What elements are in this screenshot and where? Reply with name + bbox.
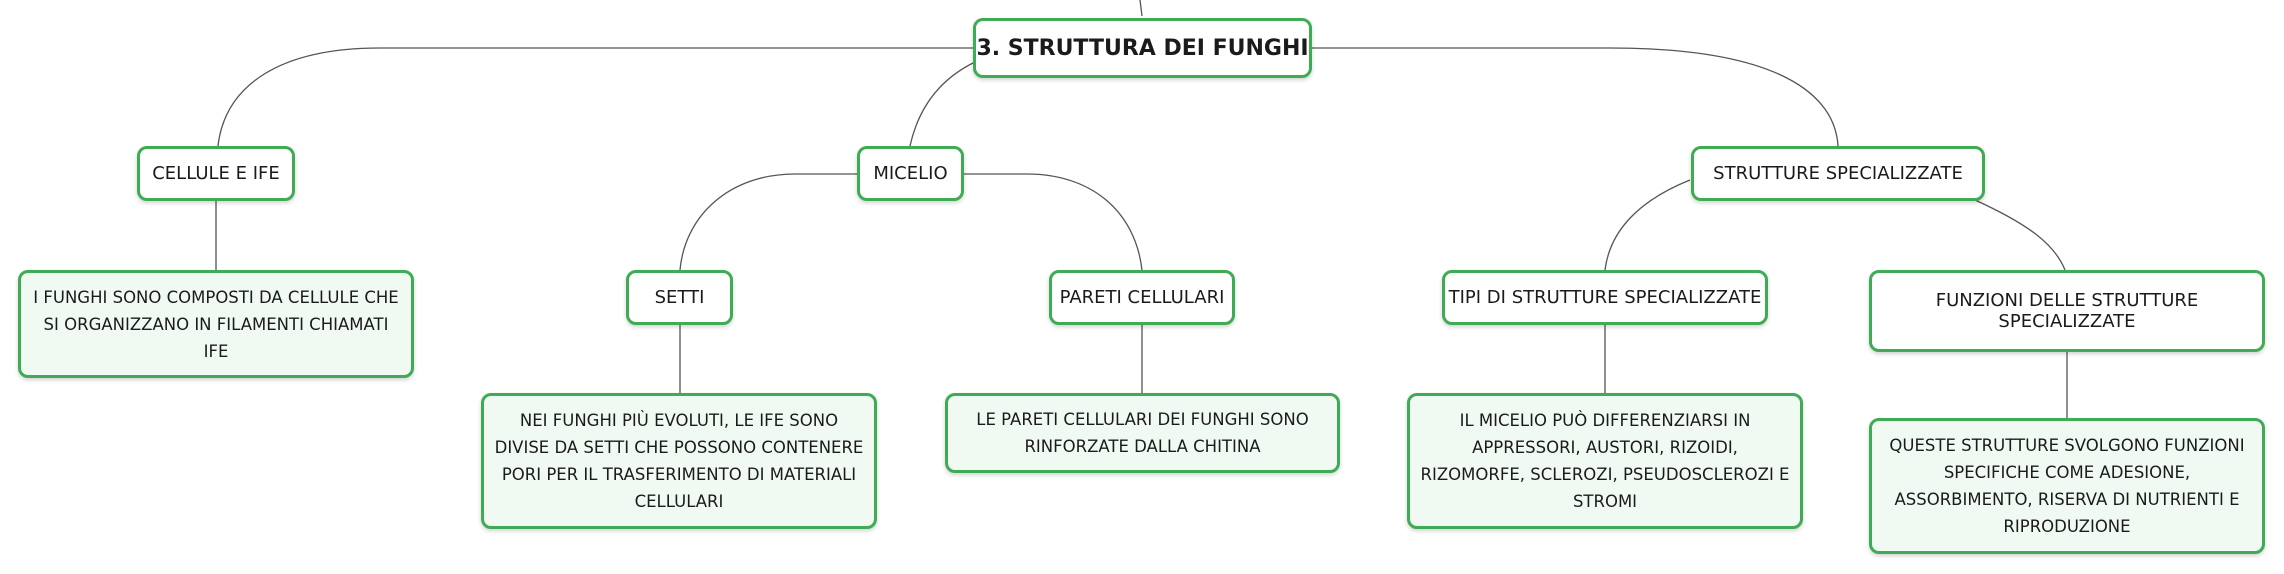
link-root-strutture [1310, 47, 1839, 147]
link-strutture-funzioni [1974, 199, 2066, 271]
note-pareti-text: LE PARETI CELLULARI DEI FUNGHI SONO RINF… [976, 410, 1309, 456]
root-topic-label: 3. STRUTTURA DEI FUNGHI [976, 35, 1309, 61]
topic-strutture-specializzate[interactable]: STRUTTURE SPECIALIZZATE [1691, 146, 1985, 201]
note-tipi-text: IL MICELIO PUÒ DIFFERENZIARSI IN APPRESS… [1420, 411, 1790, 511]
topic-funzioni-strutture[interactable]: FUNZIONI DELLE STRUTTURE SPECIALIZZATE [1869, 270, 2265, 352]
note-setti-text: NEI FUNGHI PIÙ EVOLUTI, LE IFE SONO DIVI… [494, 411, 864, 511]
link-micelio-pareti [962, 173, 1143, 271]
note-funzioni-text: QUESTE STRUTTURE SVOLGONO FUNZIONI SPECI… [1889, 436, 2245, 536]
link-root-micelio [909, 61, 976, 147]
topic-cellule-label: CELLULE E IFE [152, 163, 280, 184]
link-micelio-setti [679, 173, 860, 271]
topic-pareti-cellulari[interactable]: PARETI CELLULARI [1049, 270, 1235, 325]
topic-pareti-label: PARETI CELLULARI [1059, 287, 1225, 308]
link-root-parent [1139, 0, 1143, 17]
note-setti[interactable]: NEI FUNGHI PIÙ EVOLUTI, LE IFE SONO DIVI… [481, 393, 877, 529]
root-topic[interactable]: 3. STRUTTURA DEI FUNGHI [973, 18, 1312, 78]
topic-setti[interactable]: SETTI [626, 270, 733, 325]
note-pareti-cellulari[interactable]: LE PARETI CELLULARI DEI FUNGHI SONO RINF… [945, 393, 1340, 473]
link-strutture-tipi [1604, 179, 1691, 271]
link-root-cellule [217, 47, 975, 147]
note-cellule-e-ife[interactable]: I FUNGHI SONO COMPOSTI DA CELLULE CHE SI… [18, 270, 414, 378]
topic-setti-label: SETTI [654, 287, 705, 308]
topic-strutture-label: STRUTTURE SPECIALIZZATE [1713, 163, 1963, 184]
note-funzioni-strutture[interactable]: QUESTE STRUTTURE SVOLGONO FUNZIONI SPECI… [1869, 418, 2265, 554]
topic-cellule-e-ife[interactable]: CELLULE E IFE [137, 146, 295, 201]
note-tipi-strutture[interactable]: IL MICELIO PUÒ DIFFERENZIARSI IN APPRESS… [1407, 393, 1803, 529]
topic-tipi-strutture[interactable]: TIPI DI STRUTTURE SPECIALIZZATE [1442, 270, 1768, 325]
topic-tipi-label: TIPI DI STRUTTURE SPECIALIZZATE [1448, 287, 1762, 308]
topic-funzioni-label: FUNZIONI DELLE STRUTTURE SPECIALIZZATE [1935, 290, 2199, 332]
note-cellule-text: I FUNGHI SONO COMPOSTI DA CELLULE CHE SI… [33, 287, 399, 361]
topic-micelio[interactable]: MICELIO [857, 146, 964, 201]
topic-micelio-label: MICELIO [873, 163, 948, 184]
